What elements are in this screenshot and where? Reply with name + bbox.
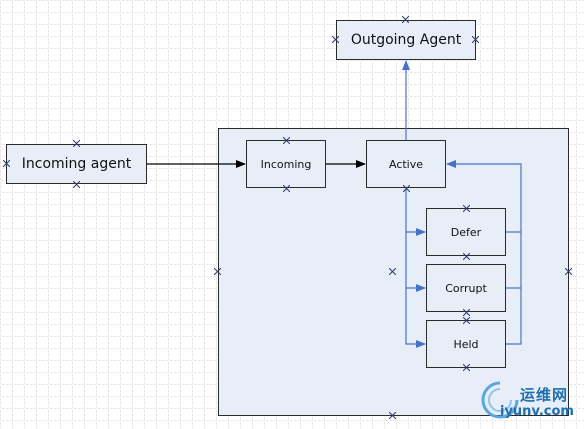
connector-marker: [463, 253, 470, 260]
connector-marker: [403, 185, 410, 192]
watermark-logo: 运维网 iyunv.com: [478, 378, 582, 426]
connector-marker: [283, 137, 290, 144]
connector-marker: [463, 317, 470, 324]
outgoing-agent-label: Outgoing Agent: [350, 32, 462, 48]
connector-marker: [463, 205, 470, 212]
watermark-cn-text: 运维网: [520, 386, 569, 404]
connector-marker: [463, 364, 470, 371]
connector-marker: [389, 268, 396, 275]
watermark-swirl-icon: [481, 381, 519, 419]
active-label: Active: [388, 157, 424, 171]
incoming-agent-label: Incoming agent: [21, 156, 132, 172]
connector-marker: [3, 160, 10, 167]
connector-marker: [214, 268, 221, 275]
connector-marker: [472, 36, 479, 43]
connector-marker: [389, 412, 396, 419]
active-node[interactable]: Active: [366, 140, 446, 188]
incoming-node[interactable]: Incoming: [246, 140, 326, 188]
defer-label: Defer: [450, 225, 482, 239]
connector-marker: [332, 36, 339, 43]
connector-marker: [283, 185, 290, 192]
outgoing-agent-node[interactable]: Outgoing Agent: [336, 20, 476, 60]
connector-marker: [402, 16, 409, 23]
connector-marker: [73, 181, 80, 188]
connector-marker: [463, 309, 470, 316]
watermark-en-text: iyunv.com: [500, 404, 574, 419]
held-label: Held: [453, 337, 479, 351]
corrupt-node[interactable]: Corrupt: [426, 264, 506, 312]
defer-node[interactable]: Defer: [426, 208, 506, 256]
connector-marker: [73, 140, 80, 147]
connector-marker: [565, 268, 572, 275]
incoming-agent-node[interactable]: Incoming agent: [6, 144, 147, 184]
incoming-label: Incoming: [260, 157, 312, 171]
held-node[interactable]: Held: [426, 320, 506, 368]
corrupt-label: Corrupt: [445, 281, 487, 295]
